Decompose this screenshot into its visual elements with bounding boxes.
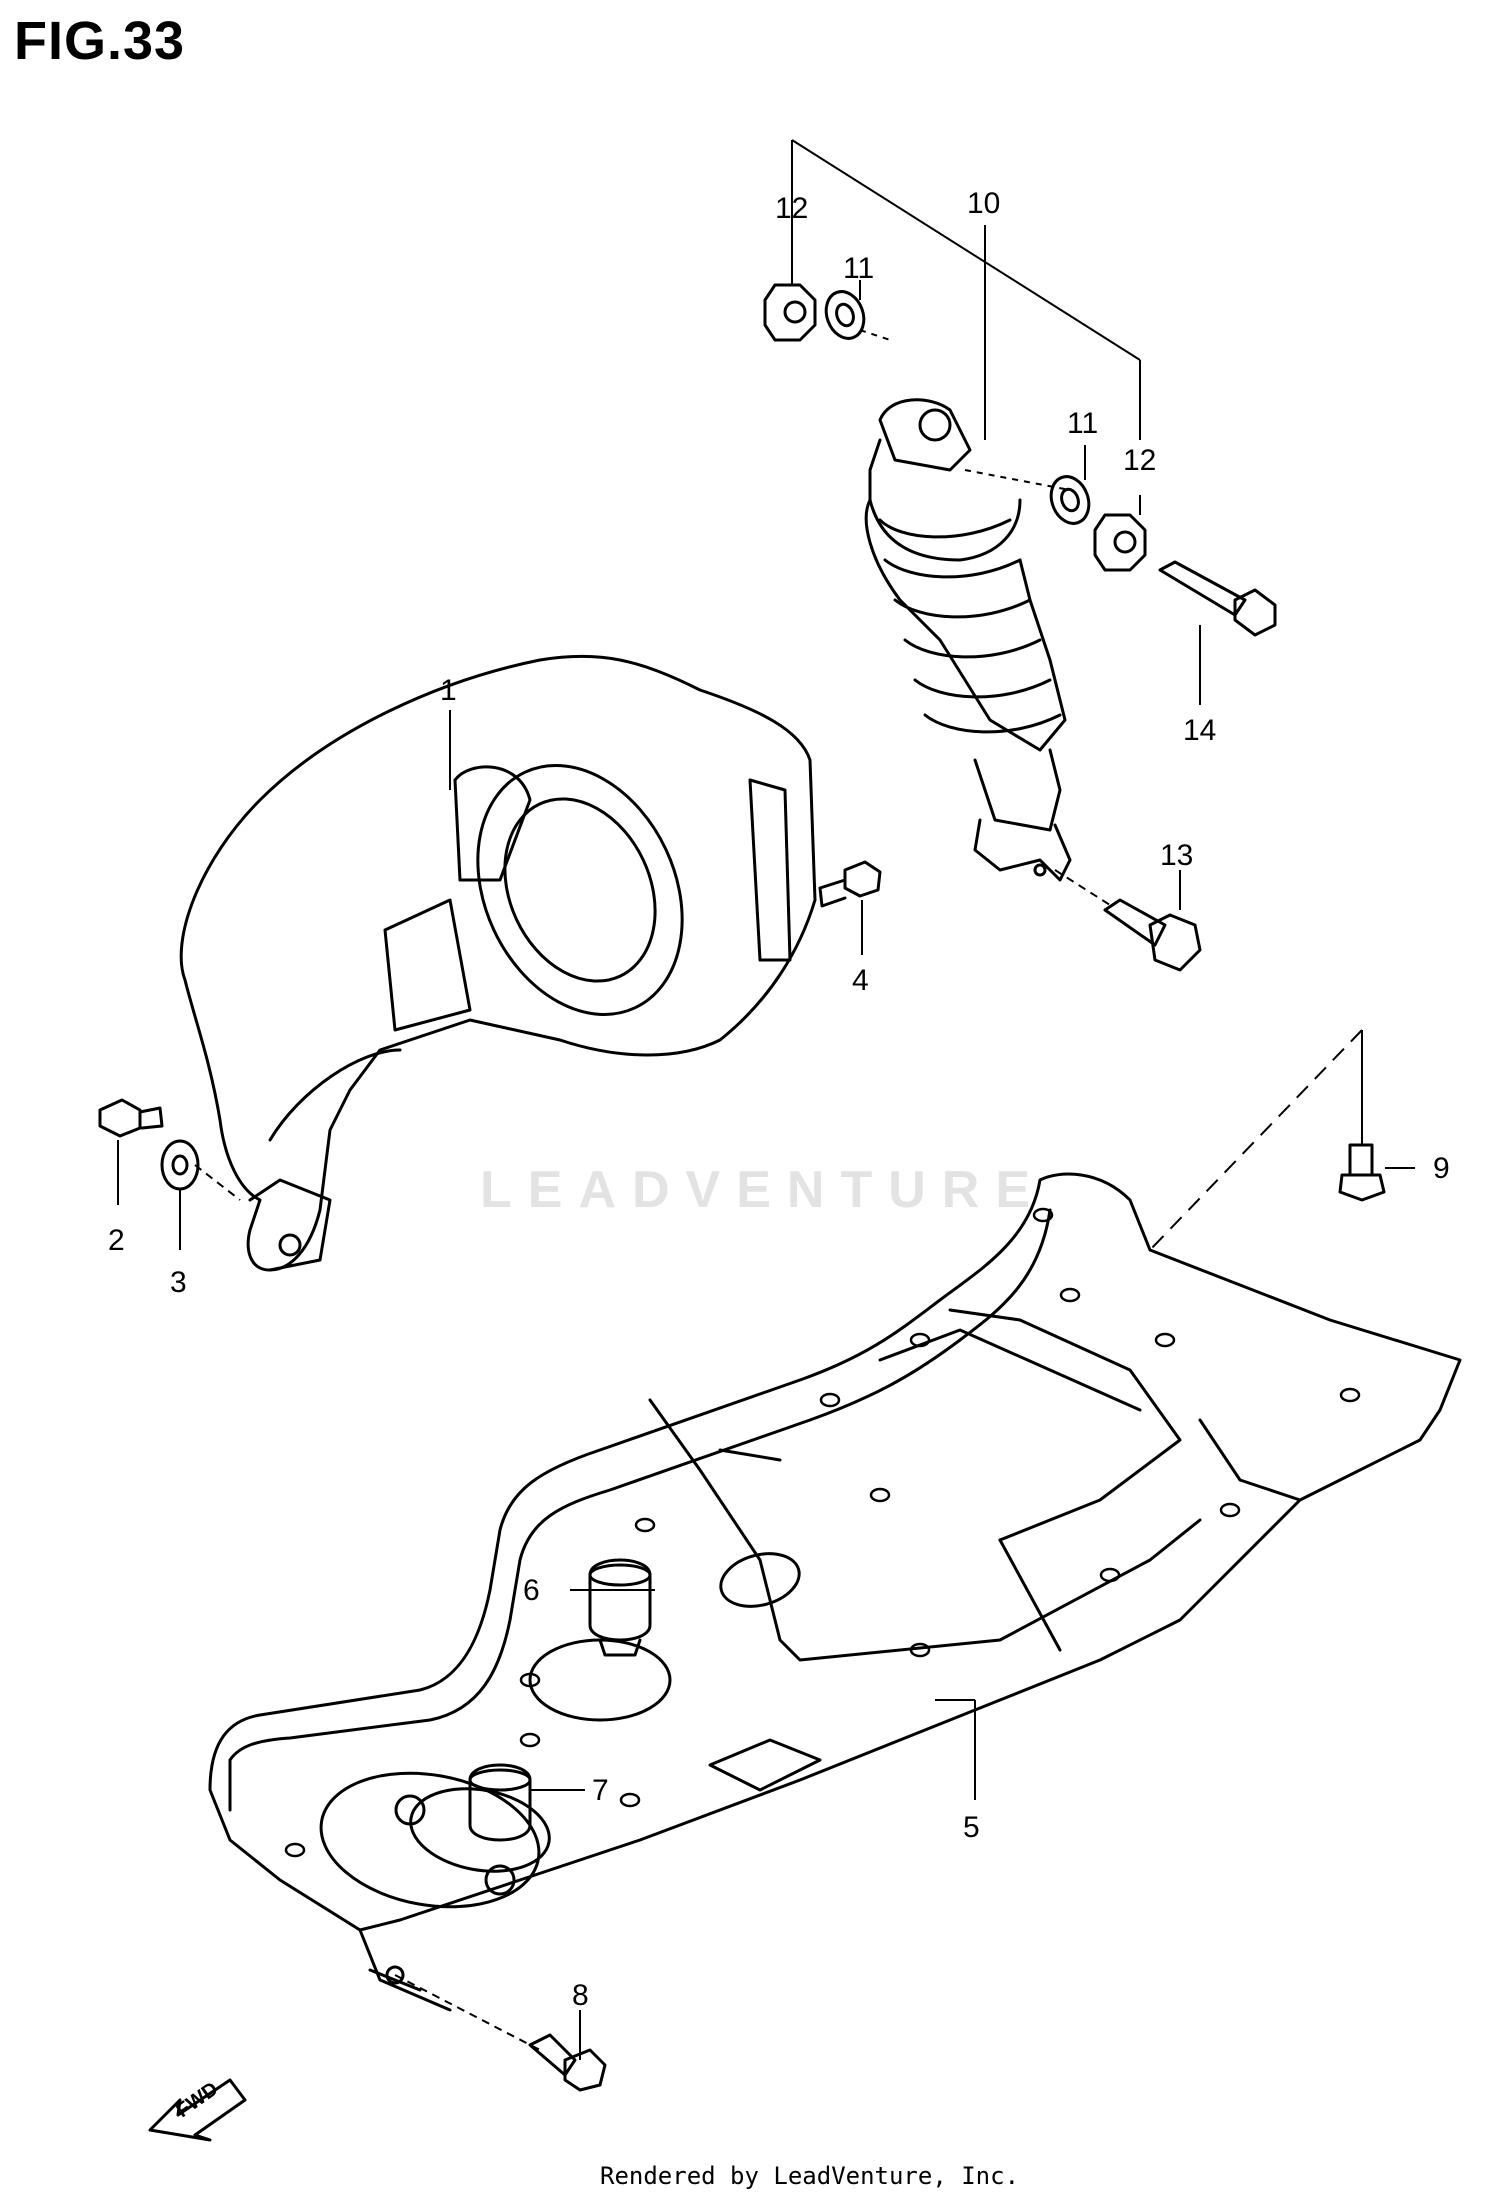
callout-7: 7: [592, 1774, 609, 1807]
callout-13: 13: [1160, 839, 1193, 872]
shock-absorber-part: [864, 398, 1072, 882]
washer-part-3: [160, 1139, 200, 1191]
bolt-part-13: [1103, 898, 1202, 972]
bumper-part-7: [468, 1763, 532, 1842]
callout-4: 4: [852, 964, 869, 997]
callout-8: 8: [572, 1979, 589, 2012]
fwd-arrow-icon: [148, 2078, 247, 2142]
bolt-part-4: [818, 860, 882, 908]
bolt-part-2: [98, 1098, 164, 1138]
callout-9: 9: [1433, 1152, 1450, 1185]
callout-2: 2: [108, 1224, 125, 1257]
bolt-part-14: [1158, 560, 1277, 637]
callout-11-left: 11: [843, 252, 874, 285]
callout-3: 3: [170, 1266, 187, 1299]
watermark: LEADVENTURE: [480, 1161, 1047, 1219]
skid-plate-part: [208, 1172, 1462, 2012]
footer-credit: Rendered by LeadVenture, Inc.: [600, 2162, 1020, 2190]
callout-1: 1: [440, 674, 457, 707]
bolt-part-8: [528, 2033, 607, 2092]
callout-12-right: 12: [1123, 444, 1156, 477]
callout-6: 6: [523, 1574, 540, 1607]
callout-11-right: 11: [1067, 407, 1098, 440]
callout-5: 5: [963, 1811, 980, 1844]
bushing-part-12-left: [763, 283, 817, 342]
washer-part-11-left: [824, 290, 866, 340]
bumper-part-6: [588, 1558, 652, 1657]
fwd-arrow-label: FWD: [172, 2078, 222, 2122]
bolt-part-9: [1338, 1143, 1386, 1202]
callout-14: 14: [1183, 714, 1216, 747]
callout-12-left: 12: [775, 192, 808, 225]
callout-10: 10: [967, 187, 1000, 220]
bushing-part-12-right: [1093, 513, 1147, 572]
cover-guard-part: [179, 654, 817, 1272]
washer-part-11-right: [1049, 475, 1091, 525]
figure-title: FIG.33: [14, 11, 186, 71]
